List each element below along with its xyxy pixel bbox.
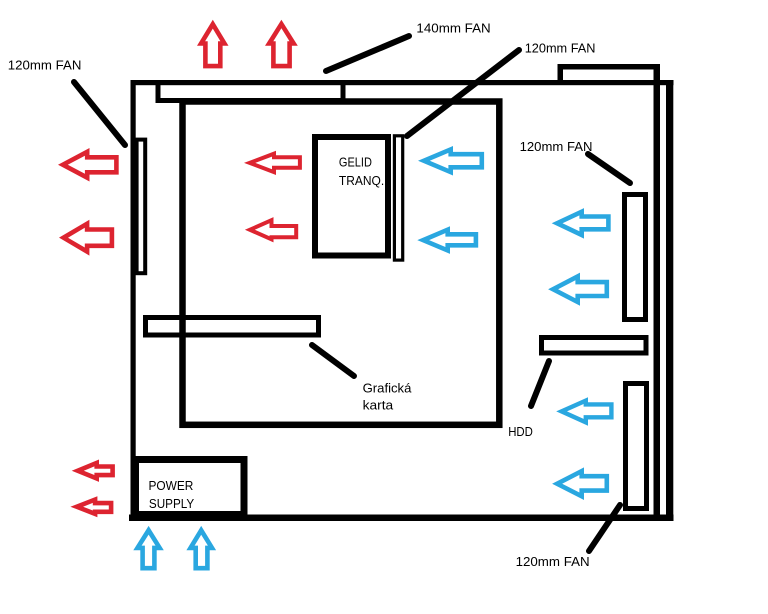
svg-text:Grafická: Grafická (363, 381, 413, 396)
svg-text:TRANQ.: TRANQ. (339, 173, 384, 188)
svg-text:GELID: GELID (339, 155, 372, 170)
svg-text:140mm FAN: 140mm FAN (416, 20, 490, 35)
svg-text:karta: karta (363, 398, 394, 413)
svg-text:SUPPLY: SUPPLY (149, 496, 195, 511)
svg-text:POWER: POWER (149, 478, 194, 493)
svg-text:120mm FAN: 120mm FAN (8, 58, 82, 73)
svg-text:120mm FAN: 120mm FAN (520, 139, 593, 154)
svg-text:120mm FAN: 120mm FAN (516, 554, 590, 569)
svg-text:120mm FAN: 120mm FAN (525, 41, 596, 56)
svg-text:HDD: HDD (508, 424, 533, 439)
